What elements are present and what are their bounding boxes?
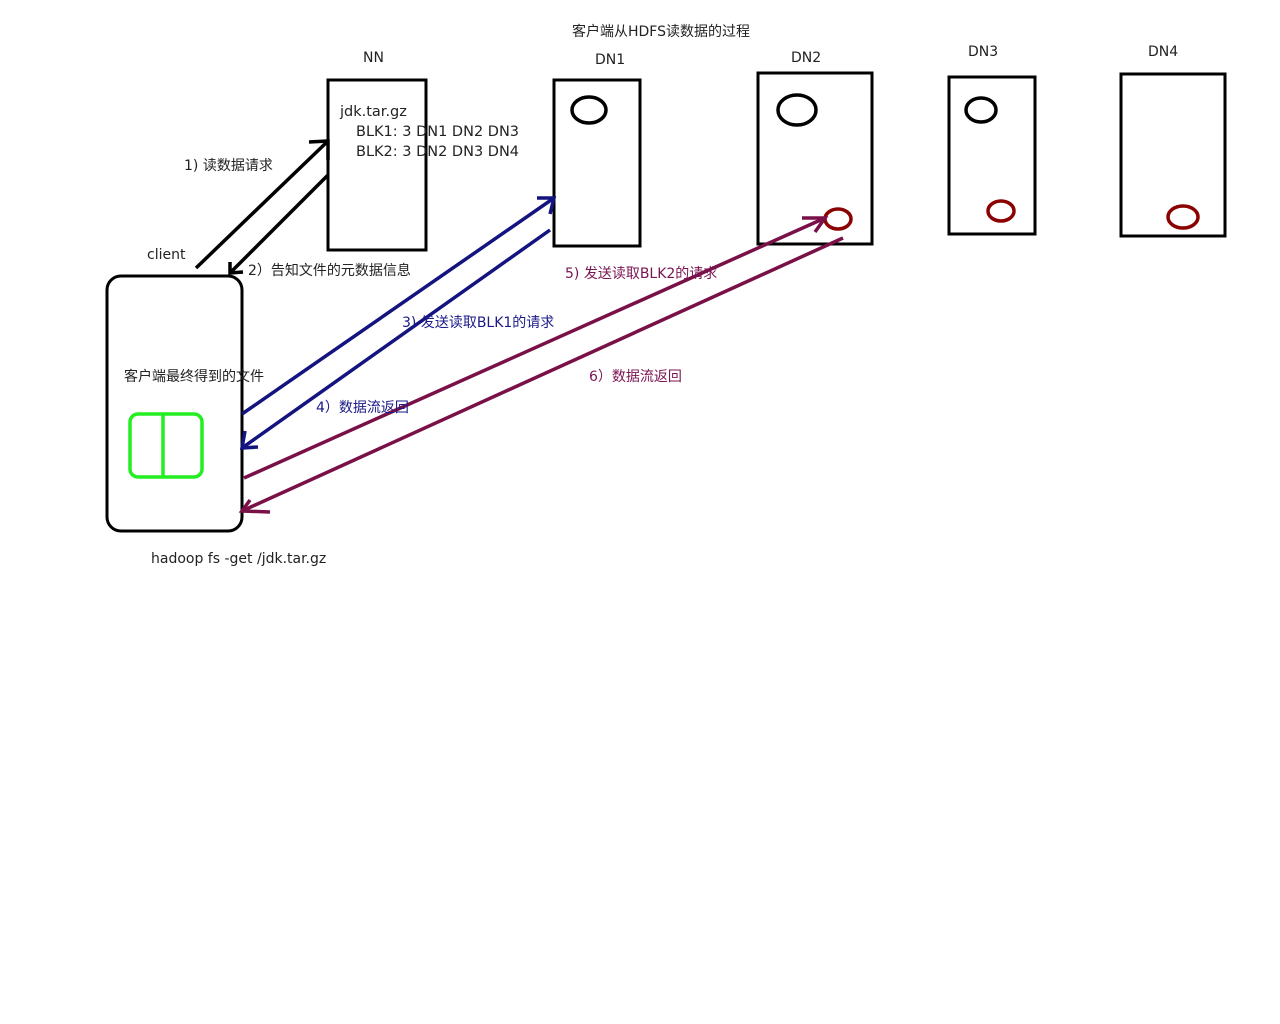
- arrow-step3-head: [537, 196, 557, 215]
- dn2-blk2-block: [823, 207, 853, 231]
- dn3-blk2-block: [986, 199, 1016, 223]
- step3-label: 3) 发送读取BLK1的请求: [402, 315, 555, 331]
- final-file-icon: [128, 412, 204, 479]
- client-box: [105, 274, 244, 533]
- datanode4-label: DN4: [1148, 44, 1179, 60]
- metadata-blk1: BLK1: 3 DN1 DN2 DN3: [356, 124, 520, 140]
- metadata-file: jdk.tar.gz: [340, 104, 407, 120]
- datanode1-box: [552, 78, 642, 248]
- namenode-box: [326, 78, 428, 252]
- dn2-blk1-block: [776, 93, 818, 127]
- step5-label: 5) 发送读取BLK2的请求: [565, 266, 718, 282]
- arrow-step6-head: [238, 498, 271, 514]
- dn1-blk1-block: [570, 95, 608, 125]
- metadata-blk2: BLK2: 3 DN2 DN3 DN4: [356, 144, 520, 160]
- step6-label: 6）数据流返回: [589, 369, 682, 385]
- client-label: client: [147, 247, 186, 263]
- arrow-step2: [228, 173, 330, 275]
- datanode4-box: [1119, 72, 1227, 238]
- diagram-title: 客户端从HDFS读数据的过程: [572, 24, 751, 40]
- dn4-blk2-block: [1166, 204, 1200, 230]
- arrow-step3: [241, 196, 555, 416]
- command-label: hadoop fs -get /jdk.tar.gz: [151, 551, 327, 567]
- client-file-label: 客户端最终得到的文件: [124, 369, 264, 385]
- arrow-step1-head: [308, 139, 330, 160]
- arrow-step2-head: [228, 262, 244, 275]
- arrow-step6: [241, 236, 844, 513]
- datanode2-label: DN2: [791, 50, 822, 66]
- datanode3-box: [947, 75, 1037, 236]
- step2-label: 2）告知文件的元数据信息: [248, 263, 411, 279]
- arrow-step5-head: [802, 216, 829, 234]
- arrow-step4-head: [239, 430, 259, 450]
- namenode-label: NN: [363, 50, 384, 66]
- datanode1-label: DN1: [595, 52, 626, 68]
- arrow-step5: [243, 216, 826, 480]
- step1-label: 1) 读数据请求: [184, 158, 273, 174]
- step4-label: 4）数据流返回: [316, 400, 409, 416]
- arrow-step1: [194, 139, 330, 270]
- datanode2-box: [756, 71, 874, 246]
- dn3-blk1-block: [964, 96, 998, 124]
- arrow-step4: [240, 228, 552, 450]
- datanode3-label: DN3: [968, 44, 999, 60]
